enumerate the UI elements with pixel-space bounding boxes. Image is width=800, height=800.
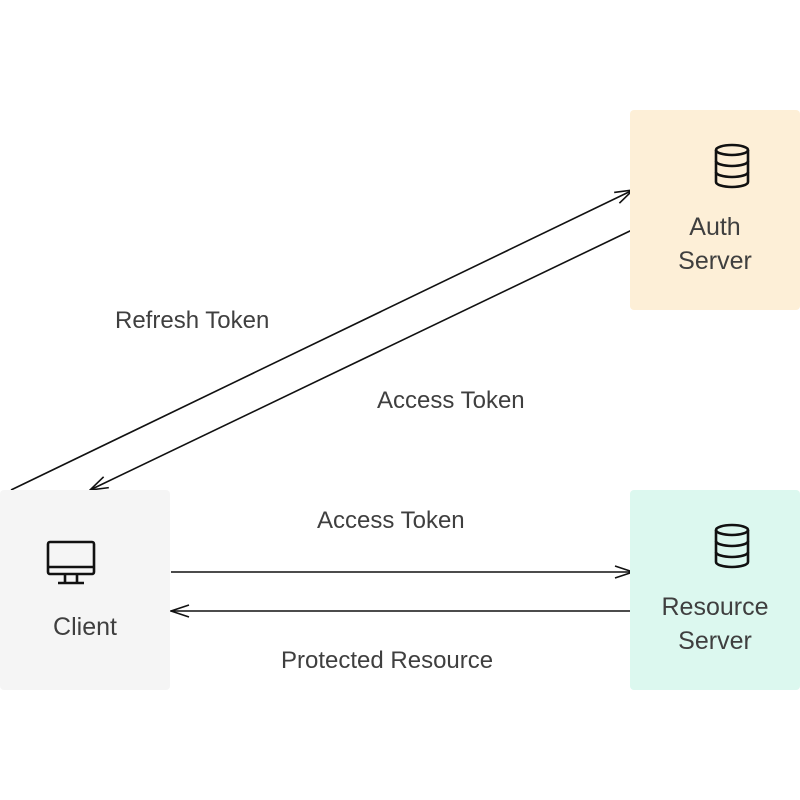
auth-server-label: Auth Server [678, 213, 752, 275]
resource-server-node: Resource Server [630, 490, 800, 690]
protected-resource-label: Protected Resource [281, 647, 494, 674]
monitor-icon [46, 540, 96, 585]
client-node: Client [0, 490, 170, 690]
refresh-token-arrow [10, 190, 633, 491]
auth-server-node: Auth Server [630, 110, 800, 310]
client-label: Client [53, 613, 117, 641]
access-token-to-resource-label: Access Token [317, 507, 465, 534]
database-icon [714, 143, 750, 189]
access-token-from-auth-arrow [90, 229, 633, 490]
database-icon [714, 523, 750, 569]
refresh-token-label: Refresh Token [115, 307, 270, 334]
access-token-from-auth-label: Access Token [377, 387, 525, 414]
resource-server-label: Resource Server [661, 593, 769, 655]
